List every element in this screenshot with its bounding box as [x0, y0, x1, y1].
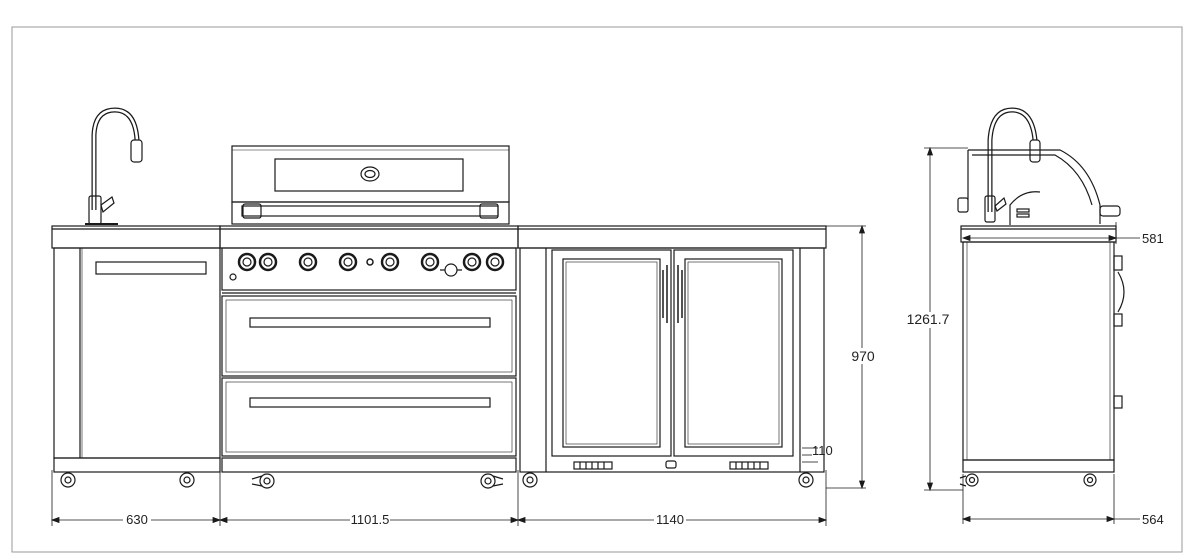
upper-drawer: [221, 295, 517, 377]
fridge-left-door: [551, 249, 672, 457]
vent-grille-right: [729, 461, 769, 470]
drawing-frame: [11, 26, 1183, 553]
hood-thermometer: [360, 166, 380, 182]
dim-total-height: 1261.7: [907, 311, 950, 327]
lower-drawer: [221, 377, 517, 457]
fridge-module: [517, 225, 827, 488]
control-knobs: [229, 252, 505, 281]
lower-drawer-handle: [249, 397, 491, 408]
dim-fridge-width: 1140: [656, 512, 684, 527]
dim-side-depth-top: 581: [1142, 231, 1164, 246]
dishwasher-handle: [95, 261, 207, 275]
dim-side-depth-bottom: 564: [1142, 512, 1164, 527]
dim-grill-width: 1101.5: [351, 512, 390, 527]
bottle-opener-icon: [444, 263, 458, 277]
upper-drawer-handle: [249, 317, 491, 328]
dishwasher-door: [53, 247, 221, 459]
sink-module: [51, 107, 221, 488]
dim-counter-height: 970: [851, 348, 875, 364]
hood-handle: [241, 205, 499, 217]
fridge-right-door: [673, 249, 794, 457]
grill-module: [219, 145, 519, 489]
dimension-lines: [50, 146, 1140, 526]
dim-base-height: 110: [812, 443, 833, 458]
vent-grille-left: [573, 461, 613, 470]
grill-hood: [231, 145, 510, 203]
side-view: [957, 107, 1125, 487]
dim-sink-width: 630: [126, 512, 148, 527]
faucet: [85, 107, 143, 225]
